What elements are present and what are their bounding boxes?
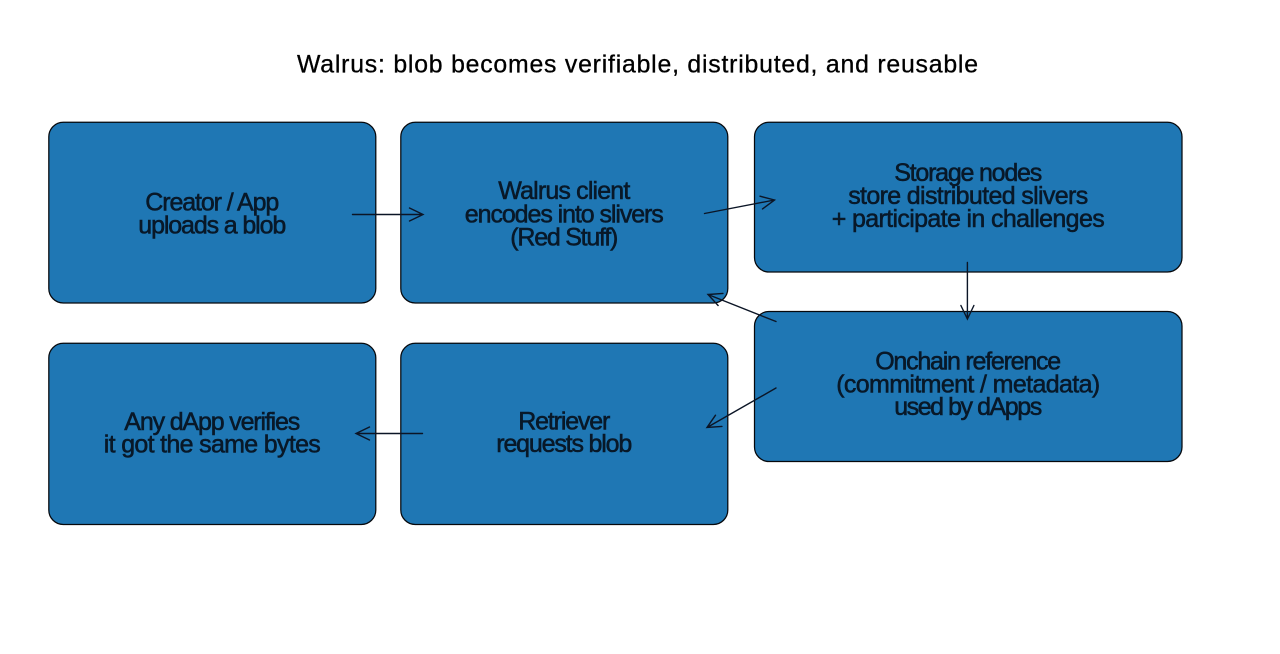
svg-text:+ participate in challenges: + participate in challenges [832,205,1105,233]
svg-text:Any dApp verifies: Any dApp verifies [124,408,300,436]
svg-text:Creator / App: Creator / App [145,189,279,217]
svg-text:Onchain reference: Onchain reference [875,348,1061,376]
svg-text:Walrus: blob becomes verifiabl: Walrus: blob becomes verifiable, distrib… [297,51,978,78]
svg-text:store distributed slivers: store distributed slivers [848,182,1088,210]
svg-text:Walrus client: Walrus client [498,177,630,205]
svg-text:it got the same bytes: it got the same bytes [104,430,321,458]
svg-text:encodes into slivers: encodes into slivers [465,201,664,229]
svg-text:(Red Stuff): (Red Stuff) [510,223,618,251]
svg-text:Retriever: Retriever [518,407,610,435]
svg-text:used by dApps: used by dApps [894,393,1042,421]
svg-text:(commitment / metadata): (commitment / metadata) [836,370,1100,398]
svg-text:requests blob: requests blob [496,430,632,458]
svg-text:Storage nodes: Storage nodes [894,159,1042,187]
svg-text:uploads a blob: uploads a blob [138,211,286,239]
